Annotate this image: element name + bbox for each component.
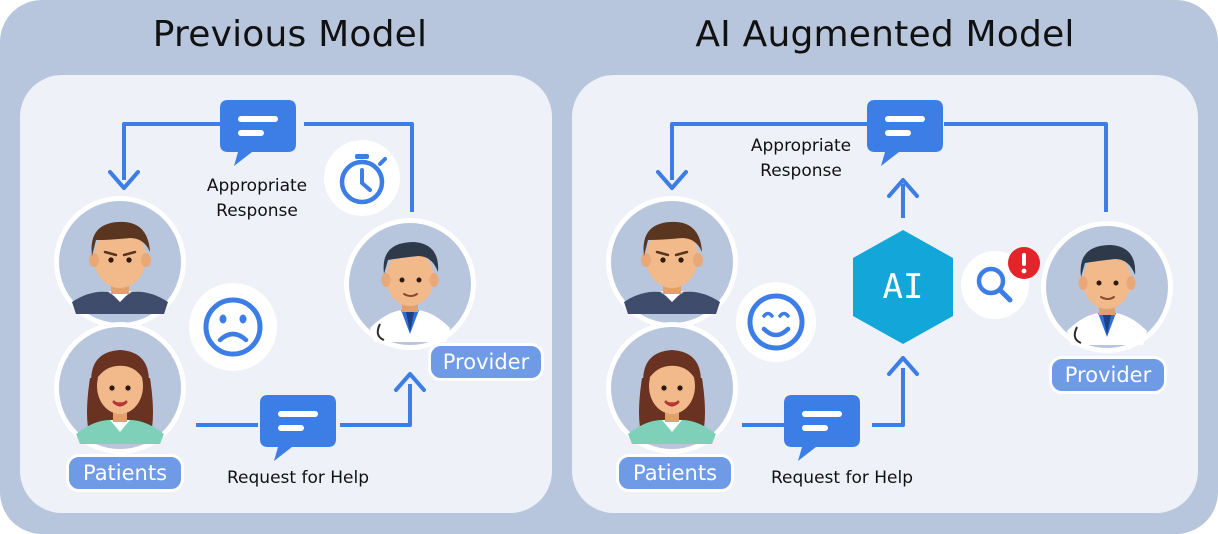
sad-face-icon: [189, 283, 277, 371]
left-response-label: Appropriate Response: [190, 174, 324, 224]
right-request-arrow: [742, 356, 919, 427]
left-title: Previous Model: [152, 14, 428, 55]
left-provider-pill: Provider: [428, 343, 544, 381]
left-request-label: Request for Help: [227, 468, 369, 488]
right-request-label: Request for Help: [771, 468, 913, 488]
right-response-label: Appropriate Response: [734, 134, 868, 184]
response-chat-icon: [220, 100, 296, 166]
left-patient-woman-avatar: [52, 320, 188, 456]
right-patient-man-avatar: [604, 194, 740, 330]
right-response-label-line2: Response: [760, 161, 842, 181]
ai-label: AI: [882, 267, 924, 307]
ai-hexagon: [853, 230, 953, 344]
right-request-chat-icon: [784, 395, 860, 461]
left-response-label-line2: Response: [216, 201, 298, 221]
right-patient-woman-avatar: [604, 320, 740, 456]
left-provider-avatar: [343, 217, 477, 351]
happy-face-icon: [736, 282, 816, 362]
left-response-arrow: [108, 122, 414, 212]
right-patients-pill: Patients: [616, 454, 734, 492]
ai-to-response-arrow: [887, 178, 919, 218]
magnifier-alert-icon: [961, 247, 1040, 319]
left-patient-man-avatar: [52, 194, 188, 330]
left-patients-pill: Patients: [66, 454, 184, 492]
right-response-chat-icon: [867, 100, 943, 166]
right-title: AI Augmented Model: [695, 14, 1075, 55]
left-request-arrow: [196, 372, 426, 427]
right-response-arrow: [656, 122, 1108, 212]
right-provider-avatar: [1040, 220, 1174, 354]
right-response-label-line1: Appropriate: [750, 136, 852, 156]
stopwatch-icon: [324, 140, 400, 216]
right-provider-pill: Provider: [1049, 356, 1167, 394]
left-response-label-line1: Appropriate: [206, 176, 308, 196]
request-chat-icon: [260, 395, 336, 461]
